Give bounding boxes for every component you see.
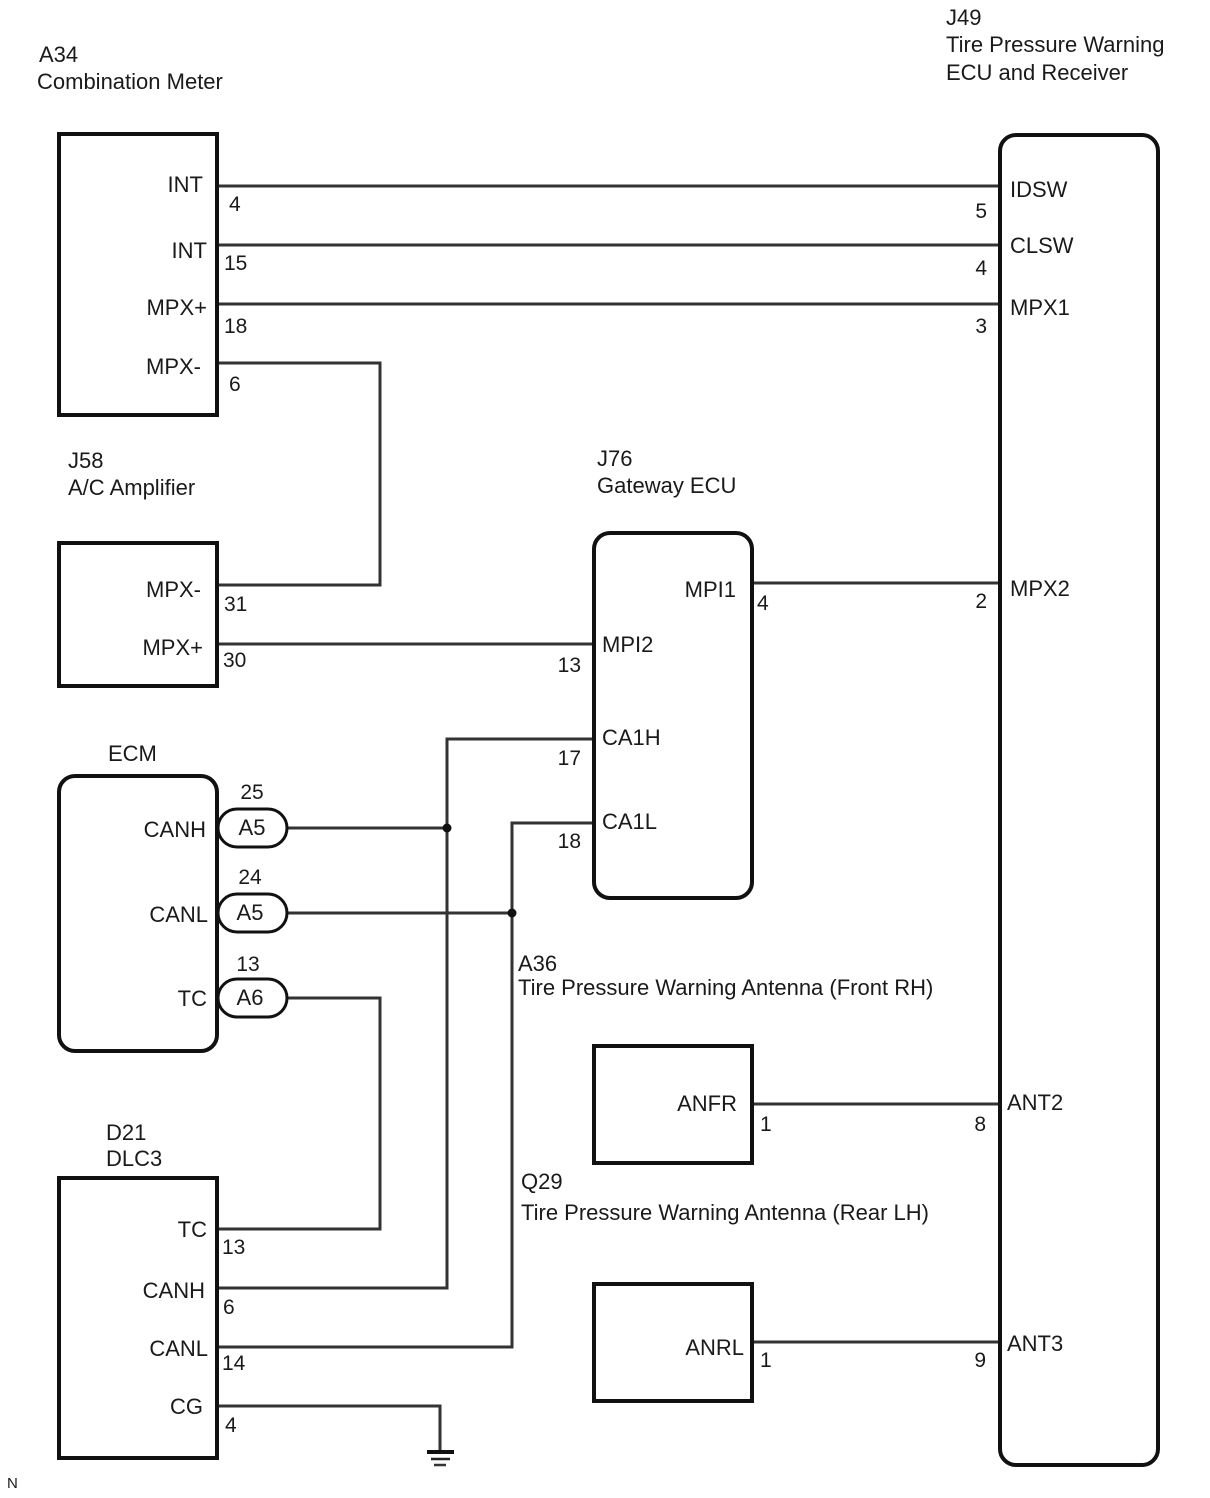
wire-canh-bus bbox=[218, 737, 594, 1290]
component-code: A36 bbox=[518, 951, 557, 976]
pin-signal: CANL bbox=[149, 1336, 208, 1361]
pin-signal: CANH bbox=[143, 1278, 205, 1303]
connector-badge bbox=[216, 977, 289, 1019]
pin-signal: MPX- bbox=[146, 354, 201, 379]
connector-code: A5 bbox=[237, 900, 264, 925]
component-name: Tire Pressure Warning Antenna (Rear LH) bbox=[521, 1200, 929, 1225]
junction-dot bbox=[442, 823, 452, 833]
pin-number: 6 bbox=[223, 1296, 235, 1319]
component-name: Tire Pressure Warning Antenna (Front RH) bbox=[518, 975, 933, 1000]
pin-number: 1 bbox=[760, 1349, 772, 1372]
wire-mpxn-mpxn bbox=[218, 361, 382, 587]
pin-signal: ANT3 bbox=[1007, 1331, 1063, 1356]
connector-badge bbox=[216, 892, 289, 934]
component-name: Gateway ECU bbox=[597, 473, 736, 498]
pin-number: 30 bbox=[223, 649, 246, 672]
pin-number: 4 bbox=[225, 1414, 237, 1437]
component-j49: J49 Tire Pressure Warning ECU and Receiv… bbox=[946, 5, 1164, 1467]
component-a36: A36 Tire Pressure Warning Antenna (Front… bbox=[518, 951, 933, 1165]
component-a34: A34 Combination Meter INT 4 INT 15 MPX+ … bbox=[37, 42, 247, 417]
component-name: ECM bbox=[108, 741, 157, 766]
pin-signal: CA1L bbox=[602, 809, 657, 834]
footer-mark: N bbox=[7, 1475, 18, 1492]
pin-signal: MPX+ bbox=[146, 295, 207, 320]
pin-signal: MPI1 bbox=[685, 577, 736, 602]
pin-number: 2 bbox=[975, 590, 987, 613]
pin-signal: IDSW bbox=[1010, 177, 1068, 202]
component-box bbox=[57, 541, 219, 688]
pin-signal: ANT2 bbox=[1007, 1090, 1063, 1115]
wire-canl-bus bbox=[218, 821, 594, 1349]
wire-cg-ground bbox=[218, 1404, 442, 1451]
pin-signal: CANL bbox=[149, 902, 208, 927]
pin-signal: MPX2 bbox=[1010, 576, 1070, 601]
component-j58: J58 A/C Amplifier MPX- 31 MPX+ 30 bbox=[57, 448, 247, 688]
pin-number: 17 bbox=[558, 747, 581, 770]
pin-signal: CG bbox=[170, 1394, 203, 1419]
pin-number: 1 bbox=[760, 1113, 772, 1136]
component-box bbox=[57, 1176, 219, 1460]
pin-number: 4 bbox=[757, 592, 769, 615]
pin-number: 13 bbox=[222, 1236, 245, 1259]
pin-number: 4 bbox=[229, 193, 241, 216]
pin-signal: TC bbox=[178, 986, 207, 1011]
component-box bbox=[57, 132, 219, 417]
pin-number: 9 bbox=[974, 1349, 986, 1372]
component-box bbox=[998, 133, 1160, 1467]
connector-code: A6 bbox=[237, 985, 264, 1010]
pin-number: 6 bbox=[229, 373, 241, 396]
ground-icon bbox=[427, 1450, 454, 1467]
wire-tc bbox=[218, 996, 382, 1231]
pin-number: 13 bbox=[558, 654, 581, 677]
component-code: D21 bbox=[106, 1120, 146, 1145]
pin-signal: ANRL bbox=[685, 1335, 744, 1360]
component-code: J76 bbox=[597, 446, 632, 471]
component-code: J58 bbox=[68, 448, 103, 473]
component-box bbox=[592, 531, 754, 900]
pin-number: 13 bbox=[236, 953, 259, 976]
component-box bbox=[592, 1282, 754, 1403]
component-name: Combination Meter bbox=[37, 69, 223, 94]
component-j76: J76 Gateway ECU MPI1 4 MPI2 13 CA1H 17 C… bbox=[558, 446, 769, 900]
pin-signal: MPX1 bbox=[1010, 295, 1070, 320]
pin-signal: MPX- bbox=[146, 577, 201, 602]
component-name-line2: ECU and Receiver bbox=[946, 60, 1128, 85]
wires bbox=[218, 184, 1000, 1451]
pin-number: 31 bbox=[224, 593, 247, 616]
pin-number: 5 bbox=[975, 200, 987, 223]
pin-signal: MPX+ bbox=[142, 635, 203, 660]
pin-number: 3 bbox=[975, 315, 987, 338]
component-code: Q29 bbox=[521, 1169, 563, 1194]
pin-number: 18 bbox=[224, 315, 247, 338]
component-d21: D21 DLC3 TC 13 CANH 6 CANL 14 CG 4 bbox=[57, 1120, 246, 1460]
component-code: A34 bbox=[39, 42, 78, 67]
pin-signal: CANH bbox=[144, 817, 206, 842]
pin-signal: MPI2 bbox=[602, 632, 653, 657]
connector-code: A5 bbox=[239, 815, 266, 840]
pin-signal: ANFR bbox=[677, 1091, 737, 1116]
pin-signal: CA1H bbox=[602, 725, 661, 750]
pin-signal: INT bbox=[172, 238, 207, 263]
component-ecm: ECM CANH 25 A5 CANL 24 A5 TC 13 A6 bbox=[57, 741, 289, 1053]
component-name-line1: Tire Pressure Warning bbox=[946, 32, 1164, 57]
pin-number: 18 bbox=[558, 830, 581, 853]
pin-number: 15 bbox=[224, 252, 247, 275]
junction-dot bbox=[507, 908, 517, 918]
pin-signal: INT bbox=[168, 172, 203, 197]
pin-number: 24 bbox=[238, 866, 262, 889]
component-name: DLC3 bbox=[106, 1146, 162, 1171]
component-q29: Q29 Tire Pressure Warning Antenna (Rear … bbox=[521, 1169, 929, 1403]
pin-number: 14 bbox=[222, 1352, 246, 1375]
pin-number: 25 bbox=[240, 781, 263, 804]
pin-signal: TC bbox=[178, 1217, 207, 1242]
pin-number: 4 bbox=[975, 257, 987, 280]
component-box bbox=[592, 1044, 754, 1165]
connector-badge bbox=[216, 807, 289, 849]
component-name: A/C Amplifier bbox=[68, 475, 195, 500]
pin-signal: CLSW bbox=[1010, 233, 1074, 258]
pin-number: 8 bbox=[974, 1113, 986, 1136]
component-code: J49 bbox=[946, 5, 981, 30]
